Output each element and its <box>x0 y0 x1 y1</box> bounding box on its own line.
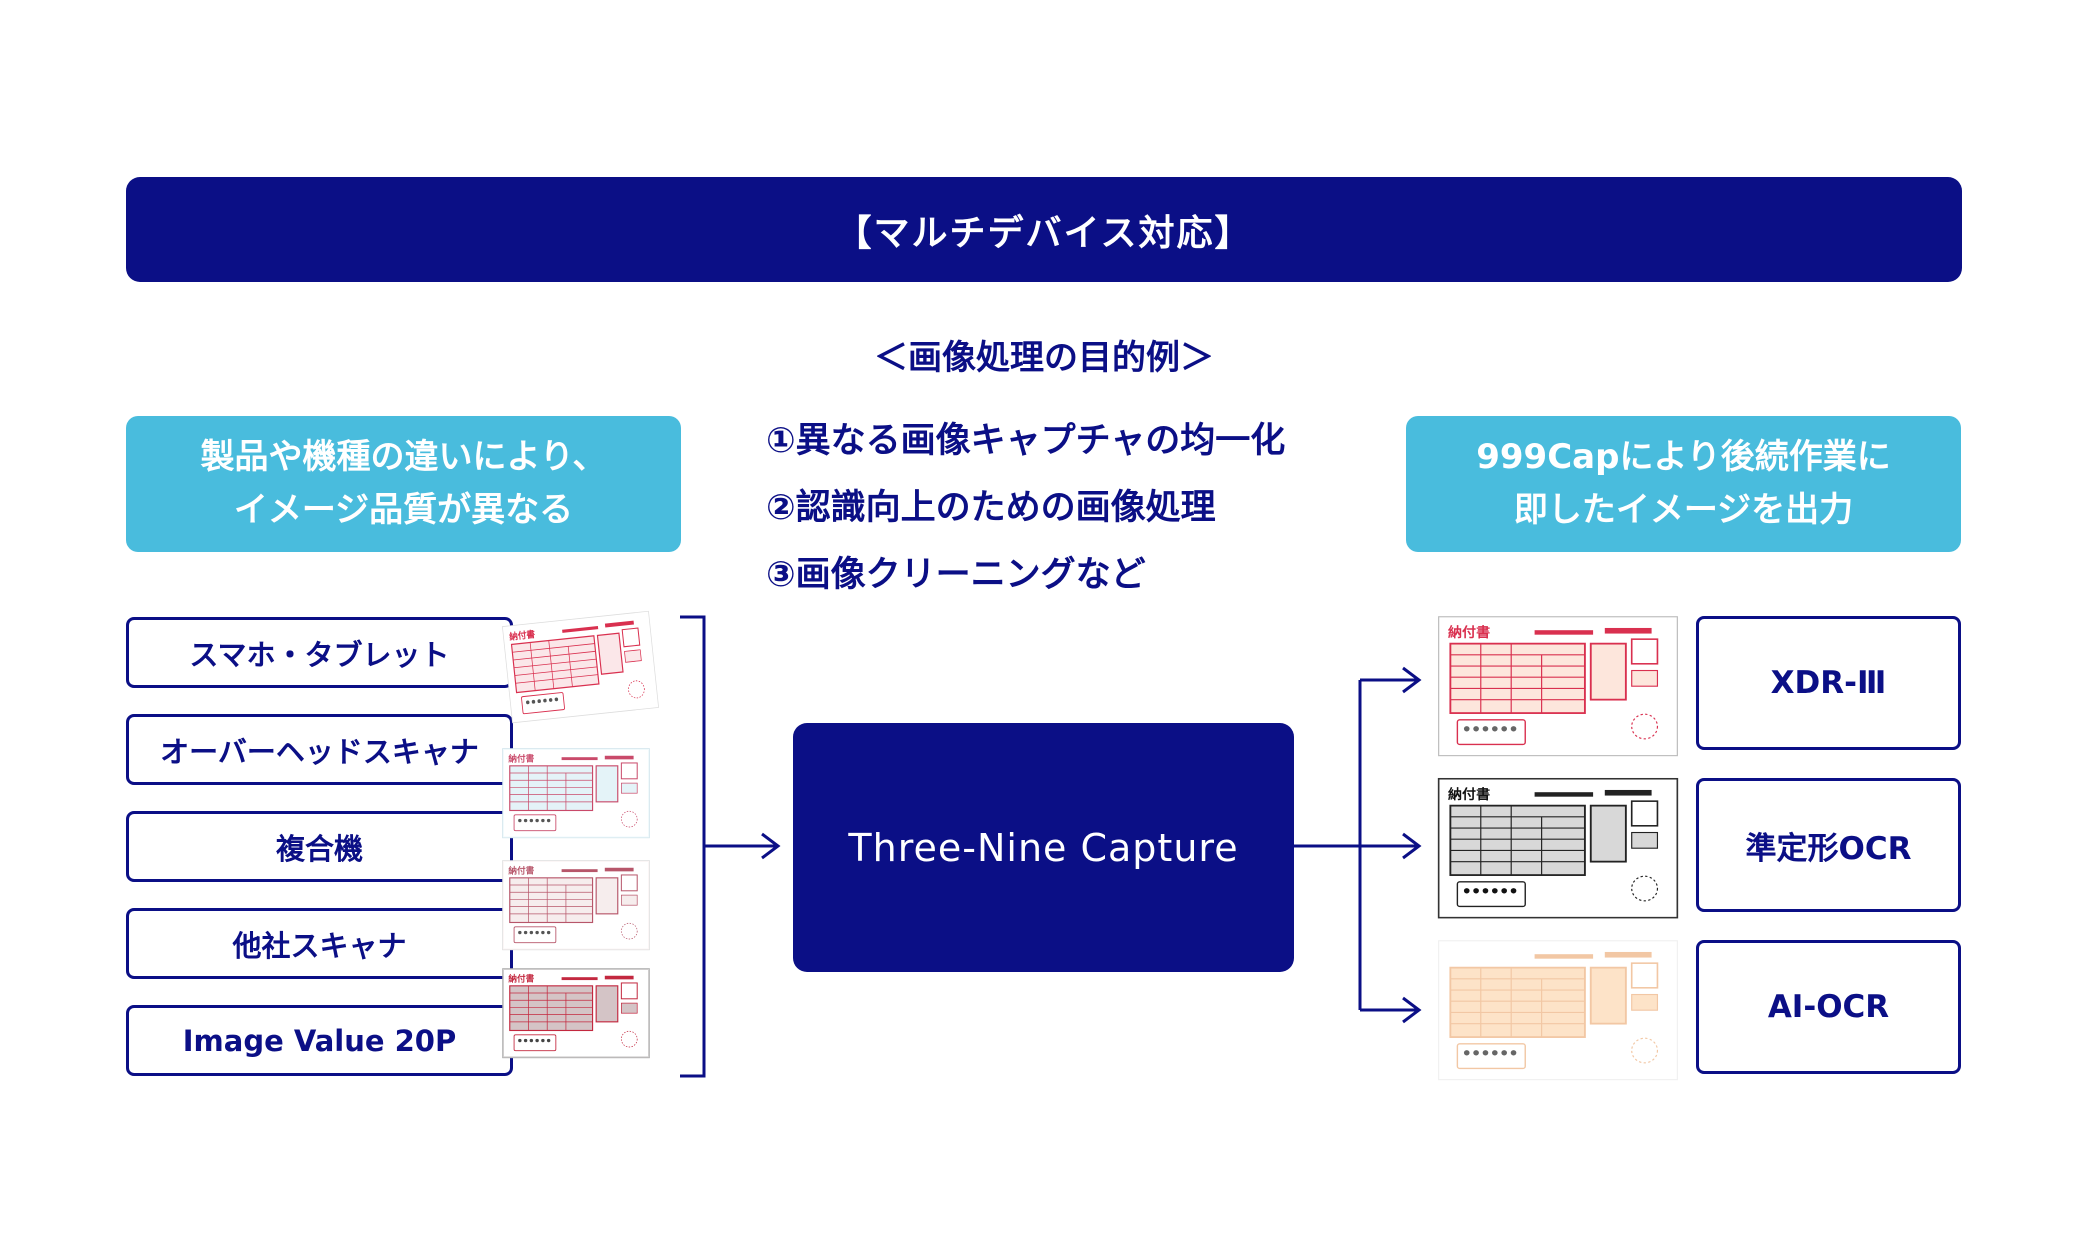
purpose-item: ①異なる画像キャプチャの均一化 <box>766 421 1286 461</box>
document-label: 納付書 <box>508 865 534 877</box>
callout-line: 即したイメージを出力 <box>1513 490 1854 530</box>
document-output-mono: 納付書 <box>1437 777 1679 919</box>
device-box-smartphone: スマホ・タブレット <box>126 617 513 688</box>
output-callout: 999Capにより後続作業に 即したイメージを出力 <box>1406 416 1961 552</box>
purpose-subtitle: ＜画像処理の目的例＞ <box>874 338 1214 378</box>
purpose-item: ②認識向上のための画像処理 <box>766 488 1216 528</box>
callout-line: 999Capにより後続作業に <box>1476 437 1891 477</box>
document-label: 納付書 <box>1448 786 1490 803</box>
purpose-item: ③画像クリーニングなど <box>766 555 1146 595</box>
input-bracket <box>680 615 706 1078</box>
output-box-xdr: XDR-Ⅲ <box>1696 616 1961 750</box>
document-output-color: 納付書 <box>1438 616 1678 757</box>
three-nine-capture-box: Three-Nine Capture <box>793 723 1294 972</box>
callout-line: 製品や機種の違いにより、 <box>200 437 607 477</box>
device-box-other-scanner: 他社スキャナ <box>126 908 513 979</box>
document-thumbnail-gray: 納付書 <box>502 968 650 1059</box>
document-thumbnail-tinted: 納付書 <box>502 748 650 839</box>
purpose-list: ①異なる画像キャプチャの均一化 ②認識向上のための画像処理 ③画像クリーニングな… <box>766 408 1366 609</box>
output-box-ai-ocr: AI-OCR <box>1696 940 1961 1074</box>
output-box-semi-form-ocr: 準定形OCR <box>1696 778 1961 912</box>
callout-line: イメージ品質が異なる <box>233 490 574 530</box>
document-thumbnail-skewed: 納付書 <box>502 610 659 724</box>
document-thumbnail-faded: 納付書 <box>502 860 650 951</box>
input-callout: 製品や機種の違いにより、 イメージ品質が異なる <box>126 416 681 552</box>
device-box-image-value: Image Value 20P <box>126 1005 513 1076</box>
document-label: 納付書 <box>1448 624 1490 641</box>
document-label: 納付書 <box>508 753 534 765</box>
device-box-mfp: 複合機 <box>126 811 513 882</box>
document-output-dropout <box>1438 940 1678 1081</box>
document-label: 納付書 <box>509 628 536 643</box>
header-banner: 【マルチデバイス対応】 <box>126 177 1962 282</box>
document-label: 納付書 <box>508 973 534 985</box>
